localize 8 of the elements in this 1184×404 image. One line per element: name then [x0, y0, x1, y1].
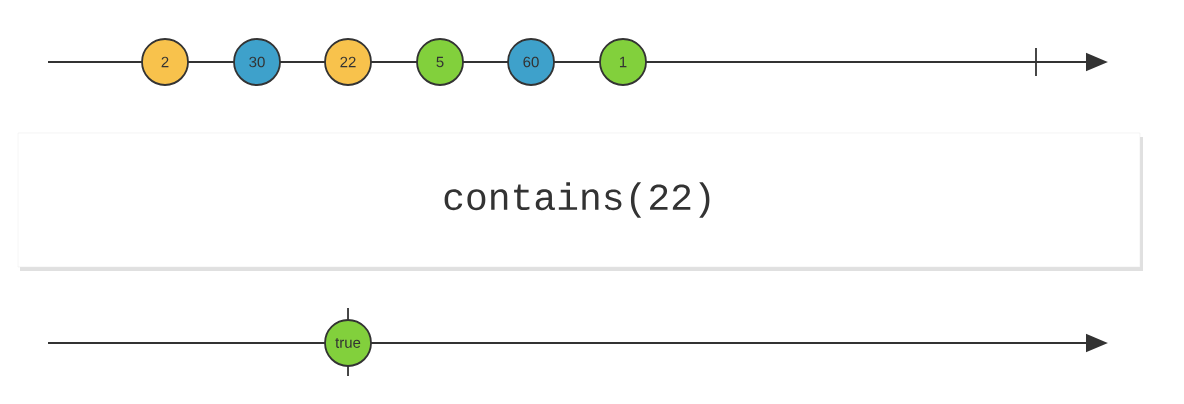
marble: true [324, 319, 372, 367]
marble: 60 [507, 38, 555, 86]
marble: 30 [233, 38, 281, 86]
marble: 22 [324, 38, 372, 86]
marble: 1 [599, 38, 647, 86]
operator-box: contains(22) [17, 132, 1141, 268]
marble: 2 [141, 38, 189, 86]
marble: 5 [416, 38, 464, 86]
